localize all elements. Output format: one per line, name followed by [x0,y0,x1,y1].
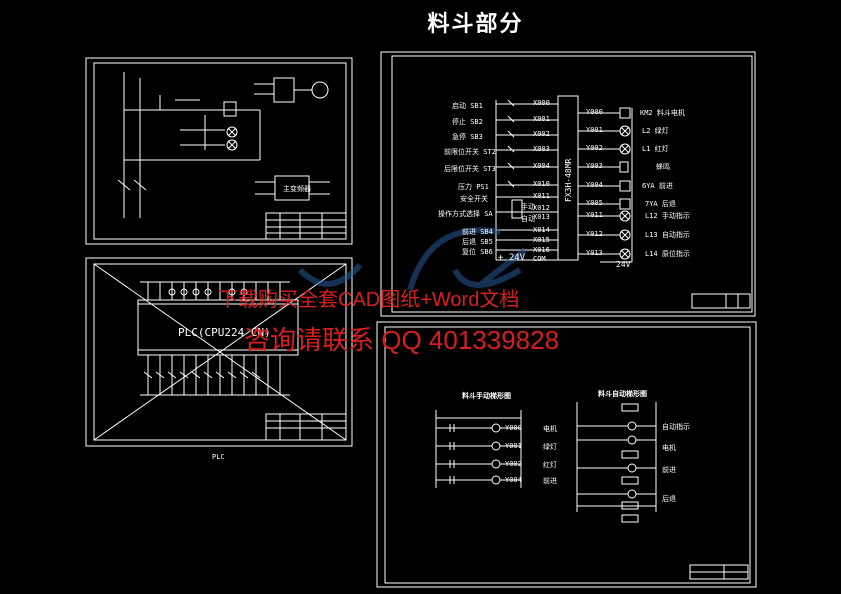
input-label: 前进 SB4 [462,228,493,236]
input-address: X014 [533,226,550,234]
output-address: Y011 [586,211,603,219]
output-label: 7YA 后退 [645,200,676,208]
output-address: Y013 [586,249,603,257]
auto-ladder-title: 料斗自动梯形图 [598,390,647,398]
ladder-output: Y002 [505,460,522,468]
sheet-ladder-frame [376,321,757,588]
input-address: X012 [533,204,550,212]
ladder-label: 自动指示 [662,423,690,431]
plc-model-label: PLC(CPU224 CN) [178,326,271,339]
input-address: X001 [533,115,550,123]
output-address: Y004 [586,181,603,189]
input-label: 启动 SB1 [452,102,483,110]
logo-watermark [297,227,527,291]
output-address: Y000 [586,108,603,116]
com-label: COM [533,255,546,263]
output-label: L14 原位指示 [645,250,690,258]
input-address: X010 [533,180,550,188]
ladder-output: Y004 [505,476,522,484]
input-label: 后退 SB5 [462,238,493,246]
output-label: 蜂鸣 [656,163,670,171]
input-address: X003 [533,145,550,153]
input-label: 前限位开关 ST2 [444,148,496,156]
ladder-label: 电机 [662,444,676,452]
output-address: Y002 [586,144,603,152]
ladder-output: Y001 [505,442,522,450]
controller-model: FX3H-48MR [564,158,573,202]
ladder-label: 电机 [543,425,557,433]
input-label: 压力 PS1 [458,183,489,191]
output-address: Y005 [586,199,603,207]
sa-label: 自动 [521,215,535,223]
ladder-label: 前进 [662,466,676,474]
output-label: L12 手动指示 [645,212,690,220]
input-address: X000 [533,99,550,107]
output-address: Y001 [586,126,603,134]
ladder-output: Y000 [505,424,522,432]
manual-ladder-title: 料斗手动梯形图 [462,392,511,400]
input-address: X013 [533,213,550,221]
output-label: L2 绿灯 [642,127,669,135]
title-block [691,293,751,309]
ladder-label: 后退 [662,495,676,503]
watermark-line-2: 咨询请联系 QQ 401339828 [244,325,560,355]
output-label: 6YA 前进 [642,182,673,190]
manual-ladder [435,410,522,488]
output-label: L1 红灯 [642,145,669,153]
input-address: X016 [533,246,550,254]
page-title: 料斗部分 [427,12,524,37]
input-label: 复位 SB6 [462,248,493,256]
input-label: 急停 SB3 [452,133,483,141]
ladder-label: 红灯 [543,461,557,469]
title-block [265,212,347,240]
power-label: 24V [616,260,631,269]
input-label: 操作方式选择 SA [438,210,493,218]
input-address: X015 [533,236,550,244]
plc-top-terminals [140,281,290,300]
input-wiring [495,99,558,261]
plc-body [557,95,579,261]
auto-ladder [576,402,657,523]
input-address: X004 [533,162,550,170]
sa-label: 手动 [521,203,535,211]
motor-box-label: 主变频器 [283,185,311,193]
input-label: 后限位开关 ST3 [444,165,496,173]
title-block [265,413,347,441]
ladder-label: 绿灯 [543,443,557,451]
plc-bottom-terminals [140,355,290,396]
input-address: X002 [533,130,550,138]
watermark-line-1: 下载购买全套CAD图纸+Word文档 [218,289,520,311]
output-label: KM2 料斗电机 [640,109,685,117]
sheet-plc-wiring-frame [85,257,353,447]
ladder-label: 前进 [543,477,557,485]
output-label: L13 自动指示 [645,231,690,239]
output-address: Y012 [586,230,603,238]
input-label: 停止 SB2 [452,118,483,126]
input-label: 安全开关 [460,195,488,203]
output-address: Y003 [586,162,603,170]
power-label: + 24V [498,253,526,263]
sheet-io-wiring-frame [380,51,756,317]
output-wiring [578,107,633,263]
sheet-caption: PLC [212,453,225,461]
input-address: X011 [533,192,550,200]
sheet-motor-circuit-frame [85,57,353,245]
